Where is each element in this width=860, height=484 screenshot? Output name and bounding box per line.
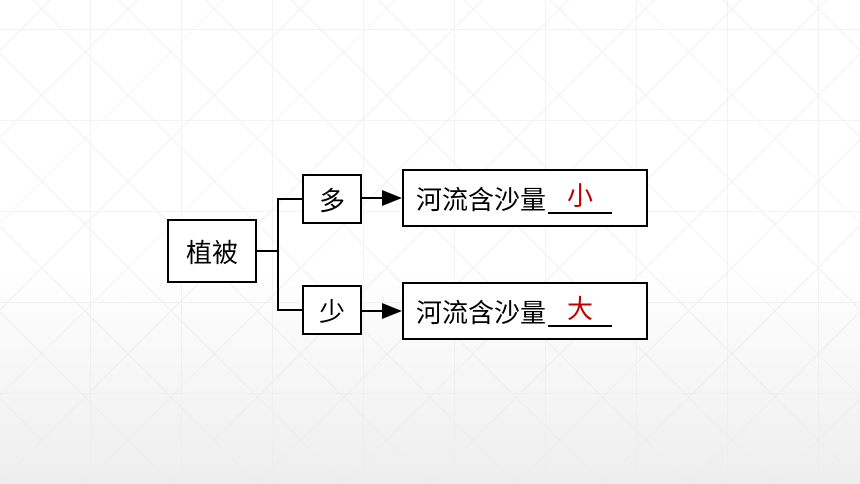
result-node-less: 河流含沙量 大: [402, 282, 648, 340]
result-label-less: 河流含沙量: [416, 298, 547, 329]
condition-label-less: 少: [318, 297, 345, 328]
root-node: 植被: [167, 219, 257, 283]
condition-node-more: 多: [302, 174, 362, 224]
answer-more: 小: [548, 182, 613, 214]
root-label: 植被: [185, 238, 238, 269]
result-node-more: 河流含沙量 小: [402, 169, 648, 227]
condition-node-less: 少: [302, 285, 362, 335]
result-label-more: 河流含沙量: [416, 185, 547, 216]
answer-less: 大: [548, 295, 613, 327]
condition-label-more: 多: [318, 186, 345, 217]
